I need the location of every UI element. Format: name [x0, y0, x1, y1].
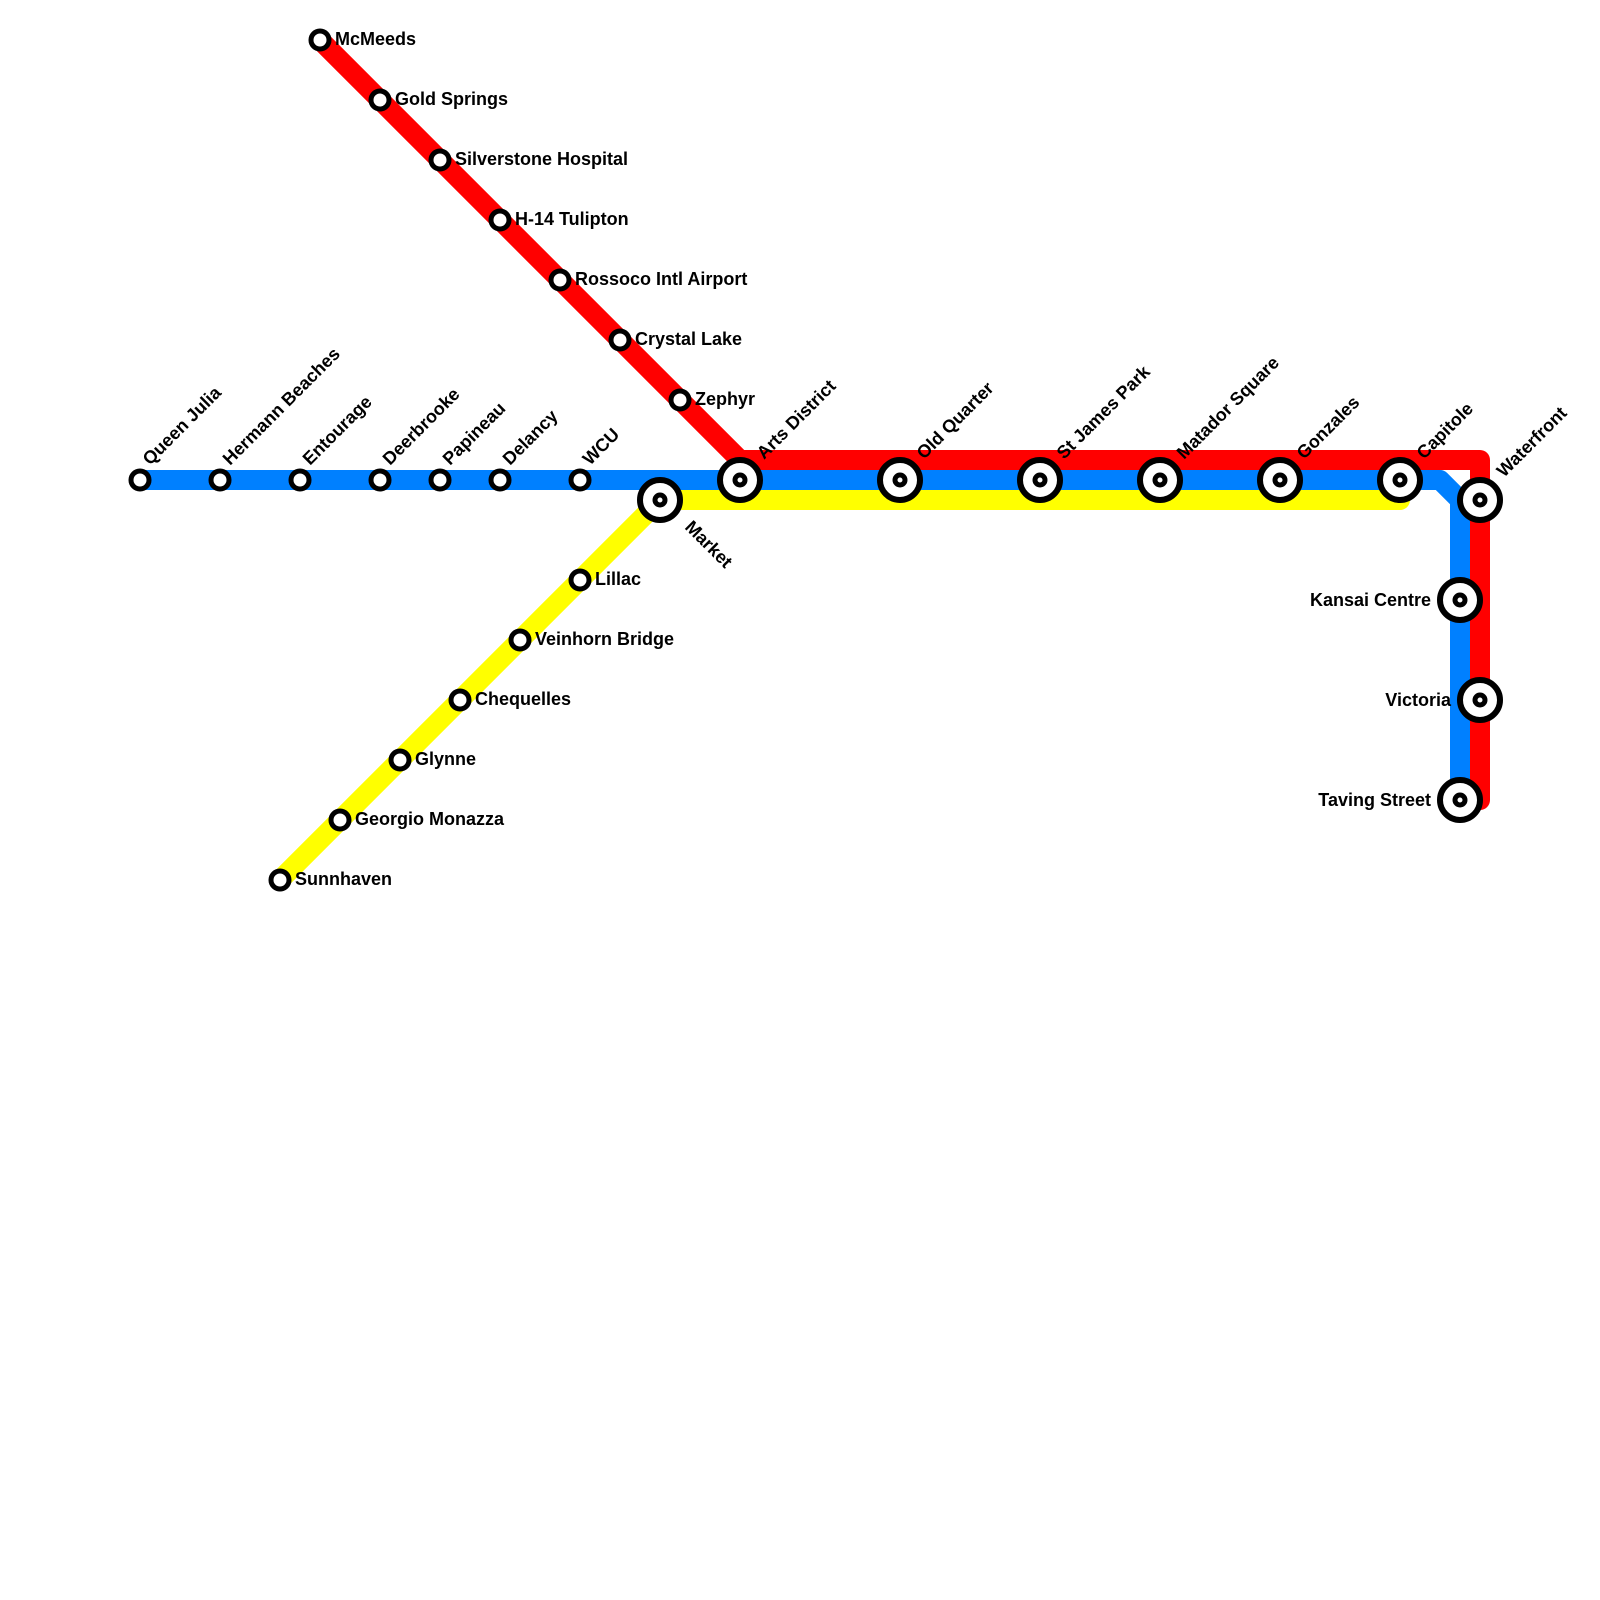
- station-chequelles-marker[interactable]: [448, 688, 472, 712]
- stations-layer: [128, 28, 1503, 892]
- station-papineau-marker[interactable]: [428, 468, 452, 492]
- station-zephyr-marker[interactable]: [668, 388, 692, 412]
- station-label-wcu: WCU: [579, 424, 624, 469]
- station-label-zephyr: Zephyr: [695, 389, 755, 409]
- station-label-arts-district: Arts District: [753, 376, 840, 463]
- station-label-crystal-lake: Crystal Lake: [635, 329, 742, 349]
- station-label-victoria: Victoria: [1385, 690, 1452, 710]
- station-label-mcmeeds: McMeeds: [335, 29, 416, 49]
- station-lillac-marker[interactable]: [568, 568, 592, 592]
- blue-line: [130, 470, 1470, 810]
- station-crystal-lake-marker[interactable]: [608, 328, 632, 352]
- station-label-georgio-monazza: Georgio Monazza: [355, 809, 505, 829]
- station-label-gold-springs: Gold Springs: [395, 89, 508, 109]
- station-arts-district-marker[interactable]: [717, 457, 763, 503]
- station-mcmeeds-marker[interactable]: [308, 28, 332, 52]
- red-line: [310, 30, 1490, 810]
- station-rossoco-intl-airport-marker[interactable]: [548, 268, 572, 292]
- station-old-quarter-marker[interactable]: [877, 457, 923, 503]
- station-capitole-marker[interactable]: [1377, 457, 1423, 503]
- station-label-delancy: Delancy: [499, 406, 562, 469]
- station-queen-julia-marker[interactable]: [128, 468, 152, 492]
- station-matador-square-marker[interactable]: [1137, 457, 1183, 503]
- station-market-marker[interactable]: [637, 477, 683, 523]
- station-victoria-marker[interactable]: [1457, 677, 1503, 723]
- station-label-matador-square: Matador Square: [1173, 352, 1283, 462]
- station-st-james-park-marker[interactable]: [1017, 457, 1063, 503]
- station-gold-springs-marker[interactable]: [368, 88, 392, 112]
- station-label-lillac: Lillac: [595, 569, 641, 589]
- station-hermann-beaches-marker[interactable]: [208, 468, 232, 492]
- station-waterfront-marker[interactable]: [1457, 477, 1503, 523]
- station-glynne-marker[interactable]: [388, 748, 412, 772]
- station-label-chequelles: Chequelles: [475, 689, 571, 709]
- station-delancy-marker[interactable]: [488, 468, 512, 492]
- station-label-glynne: Glynne: [415, 749, 476, 769]
- station-label-silverstone-hospital: Silverstone Hospital: [455, 149, 628, 169]
- station-veinhorn-bridge-marker[interactable]: [508, 628, 532, 652]
- station-label-waterfront: Waterfront: [1493, 403, 1571, 481]
- station-label-rossoco-intl-airport: Rossoco Intl Airport: [575, 269, 747, 289]
- station-silverstone-hospital-marker[interactable]: [428, 148, 452, 172]
- station-label-veinhorn-bridge: Veinhorn Bridge: [535, 629, 674, 649]
- station-label-st-james-park: St James Park: [1053, 361, 1155, 463]
- station-gonzales-marker[interactable]: [1257, 457, 1303, 503]
- station-georgio-monazza-marker[interactable]: [328, 808, 352, 832]
- station-wcu-marker[interactable]: [568, 468, 592, 492]
- station-label-entourage: Entourage: [299, 392, 376, 469]
- station-sunnhaven-marker[interactable]: [268, 868, 292, 892]
- station-label-market: Market: [681, 517, 736, 572]
- station-taving-street-marker[interactable]: [1437, 777, 1483, 823]
- station-label-taving-street: Taving Street: [1318, 790, 1431, 810]
- station-kansai-centre-marker[interactable]: [1437, 577, 1483, 623]
- station-label-h14-tulipton: H-14 Tulipton: [515, 209, 629, 229]
- station-deerbrooke-marker[interactable]: [368, 468, 392, 492]
- station-label-kansai-centre: Kansai Centre: [1310, 590, 1431, 610]
- station-h14-tulipton-marker[interactable]: [488, 208, 512, 232]
- station-label-queen-julia: Queen Julia: [139, 382, 226, 469]
- station-entourage-marker[interactable]: [288, 468, 312, 492]
- station-label-sunnhaven: Sunnhaven: [295, 869, 392, 889]
